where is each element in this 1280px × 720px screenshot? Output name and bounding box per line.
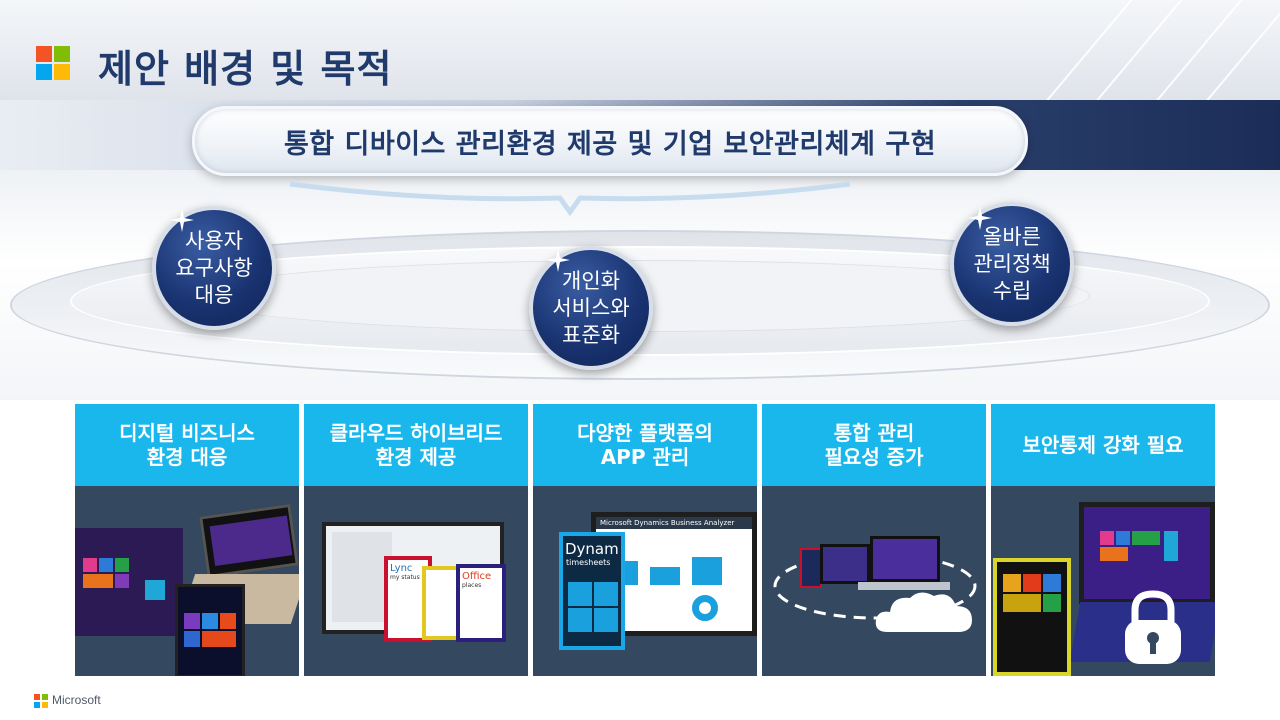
- laptop-base: [858, 582, 950, 590]
- office-title: Office: [462, 571, 492, 582]
- header: [0, 0, 1280, 100]
- laptop-screen: [199, 503, 299, 579]
- card-title: 디지털 비즈니스 환경 대응: [75, 404, 299, 486]
- card-cloud-hybrid: 클라우드 하이브리드 환경 제공 Lync my status Office p…: [304, 404, 528, 676]
- lock-icon: [1125, 590, 1181, 664]
- dynamics-title: Microsoft Dynamics Business Analyzer: [596, 517, 752, 529]
- card-digital-business: 디지털 비즈니스 환경 대응: [75, 404, 299, 676]
- lync-title: Lync: [390, 563, 413, 574]
- brace-connector: [290, 181, 850, 217]
- laptop-small: [870, 536, 940, 582]
- card-title: 통합 관리 필요성 증가: [762, 404, 986, 486]
- devices-illustration: [762, 486, 986, 676]
- windows-logo-icon: [36, 46, 70, 80]
- circle-personalization: 개인화 서비스와 표준화: [529, 246, 653, 370]
- phone: [175, 584, 245, 676]
- tablet-small: [820, 544, 870, 584]
- header-decoration: [1020, 0, 1280, 100]
- footer-brand: Microsoft: [52, 693, 101, 707]
- office-subtitle: places: [462, 582, 482, 589]
- circle-user-requirements: 사용자 요구사항 대응: [152, 206, 276, 330]
- card-multi-platform-app: 다양한 플랫폼의 APP 관리 Microsoft Dynamics Busin…: [533, 404, 757, 676]
- sparkle-icon: [546, 248, 570, 272]
- card-title: 다양한 플랫폼의 APP 관리: [533, 404, 757, 486]
- phone-dynamics: Dynam timesheets: [559, 532, 625, 650]
- devices-illustration: [991, 486, 1215, 676]
- phone-dynamics-subtitle: timesheets: [566, 558, 611, 567]
- devices-illustration: Microsoft Dynamics Business Analyzer Dyn…: [533, 486, 757, 676]
- card-title: 보안통제 강화 필요: [991, 404, 1215, 486]
- card-security-control: 보안통제 강화 필요: [991, 404, 1215, 676]
- devices-illustration: Lync my status Office places: [304, 486, 528, 676]
- goal-banner-text: 통합 디바이스 관리환경 제공 및 기업 보안관리체계 구현: [283, 128, 937, 160]
- circle-label: 개인화 서비스와 표준화: [552, 268, 630, 347]
- phone-office: Office places: [456, 564, 506, 642]
- circle-label: 사용자 요구사항 대응: [175, 228, 253, 307]
- surface-tablet: [1079, 502, 1215, 604]
- microsoft-logo-icon: [34, 694, 48, 708]
- card-title: 클라우드 하이브리드 환경 제공: [304, 404, 528, 486]
- page-title: 제안 배경 및 목적: [98, 47, 393, 91]
- lync-subtitle: my status: [390, 574, 420, 581]
- devices-illustration: [75, 486, 299, 676]
- circle-management-policy: 올바른 관리정책 수립: [950, 202, 1074, 326]
- cloud-icon: [875, 592, 972, 632]
- sparkle-icon: [170, 208, 194, 232]
- circle-label: 올바른 관리정책 수립: [973, 224, 1051, 303]
- tablet-screen: [75, 528, 183, 636]
- card-integrated-management: 통합 관리 필요성 증가: [762, 404, 986, 676]
- phone-small: [800, 548, 822, 588]
- goal-banner: 통합 디바이스 관리환경 제공 및 기업 보안관리체계 구현: [192, 106, 1028, 176]
- sparkle-icon: [968, 206, 992, 230]
- phone-yellow: [993, 558, 1071, 676]
- phone-dynamics-title: Dynam: [565, 540, 619, 558]
